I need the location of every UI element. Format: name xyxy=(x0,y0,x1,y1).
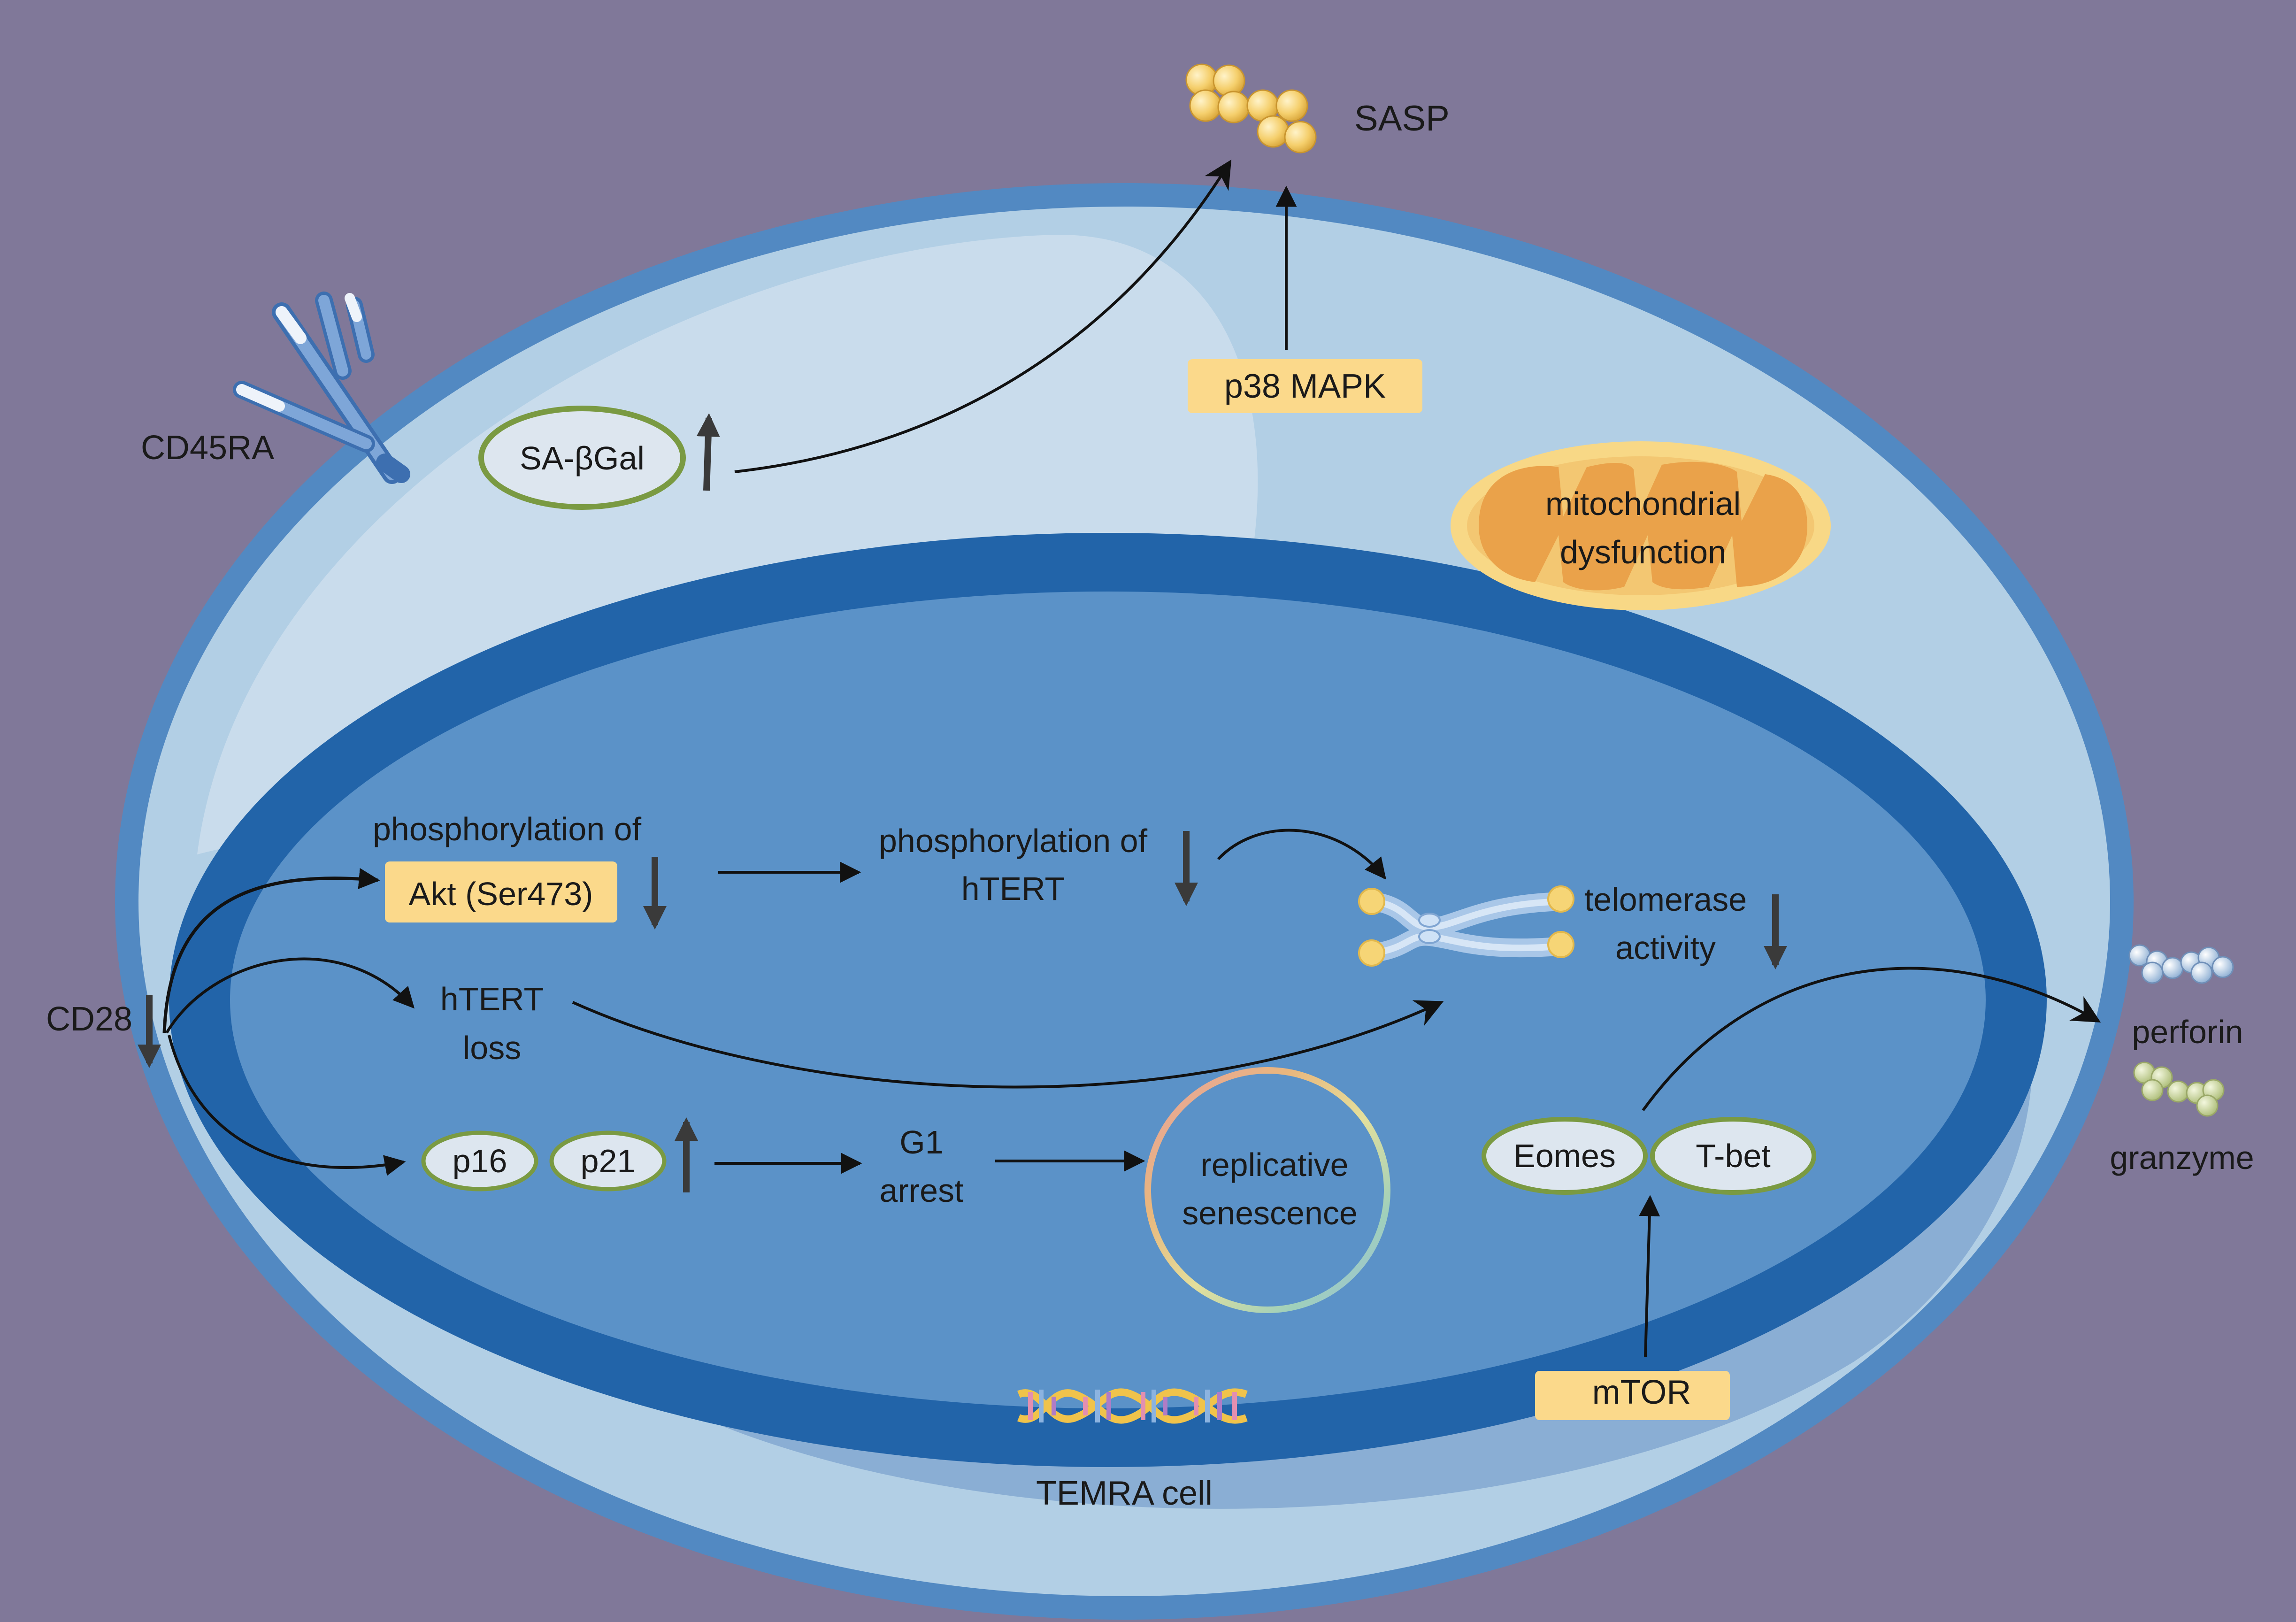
perforin-label: perforin xyxy=(2132,1014,2243,1050)
akt-label: Akt (Ser473) xyxy=(409,876,593,912)
cd45ra-receptor-icon xyxy=(233,292,410,484)
cd28-to-p16-arrow xyxy=(168,1035,406,1176)
htert-phos-to-telomere-arrow xyxy=(1217,829,1386,880)
sa-bgal-to-sasp-arrow xyxy=(734,159,1232,473)
sa-bgal-up-arrow xyxy=(696,413,720,491)
granzyme-label: granzyme xyxy=(2110,1139,2254,1176)
g1-label-line2: arrest xyxy=(880,1172,964,1209)
cd28-to-akt-arrow xyxy=(162,868,380,1033)
cd45ra-label: CD45RA xyxy=(141,429,274,467)
tbet-to-perforin-arrow xyxy=(1642,967,2101,1111)
replicative-senescence-ring xyxy=(1144,1067,1390,1313)
chromosome-icon xyxy=(1358,885,1574,967)
eomes-label: Eomes xyxy=(1513,1138,1616,1174)
p21-label: p21 xyxy=(581,1143,636,1179)
granzyme-granules-icon xyxy=(2133,1061,2225,1117)
mtor-to-tbet-arrow xyxy=(1639,1195,1660,1357)
cd28-label: CD28 xyxy=(46,1000,132,1038)
akt-node xyxy=(385,861,617,922)
telomerase-label-line1: telomerase xyxy=(1584,881,1747,918)
p38-mapk-node xyxy=(1188,359,1422,413)
sasp-label: SASP xyxy=(1354,99,1450,138)
sa-bgal-label: SA-βGal xyxy=(520,440,645,477)
senescence-label-line2: senescence xyxy=(1182,1195,1358,1231)
nucleus xyxy=(230,592,1986,1408)
phos-htert-label-line2: hTERT xyxy=(961,870,1065,907)
phos-akt-label: phosphorylation of xyxy=(373,811,642,847)
eomes-node xyxy=(1482,1117,1648,1195)
tbet-node xyxy=(1650,1117,1816,1195)
sa-bgal-node xyxy=(478,406,686,510)
perforin-granules-icon xyxy=(2128,944,2234,984)
g1-label-line1: G1 xyxy=(899,1124,943,1161)
p16-node xyxy=(421,1130,538,1192)
dna-icon xyxy=(1017,1388,1248,1424)
mito-label-line1: mitochondrial xyxy=(1545,485,1741,522)
phos-htert-label-line1: phosphorylation of xyxy=(879,823,1148,859)
htert-loss-label-line1: hTERT xyxy=(440,981,544,1017)
cell-label: TEMRA cell xyxy=(1036,1475,1213,1512)
mtor-label: mTOR xyxy=(1592,1374,1691,1411)
mtor-node xyxy=(1535,1371,1730,1420)
telomerase-label-line2: activity xyxy=(1615,930,1716,966)
htert-loss-to-telomere-arrow xyxy=(572,1000,1444,1089)
p16-label: p16 xyxy=(453,1143,507,1179)
cd28-to-htert-loss-arrow xyxy=(165,957,415,1034)
senescence-label-line1: replicative xyxy=(1200,1146,1348,1183)
p38-mapk-label: p38 MAPK xyxy=(1224,368,1386,405)
htert-loss-label-line2: loss xyxy=(463,1030,521,1066)
tbet-label: T-bet xyxy=(1696,1138,1771,1174)
mito-label-line2: dysfunction xyxy=(1560,534,1726,570)
mitochondrion-icon xyxy=(1451,441,1831,610)
sasp-granules-icon xyxy=(1185,63,1317,154)
p21-node xyxy=(549,1130,667,1192)
